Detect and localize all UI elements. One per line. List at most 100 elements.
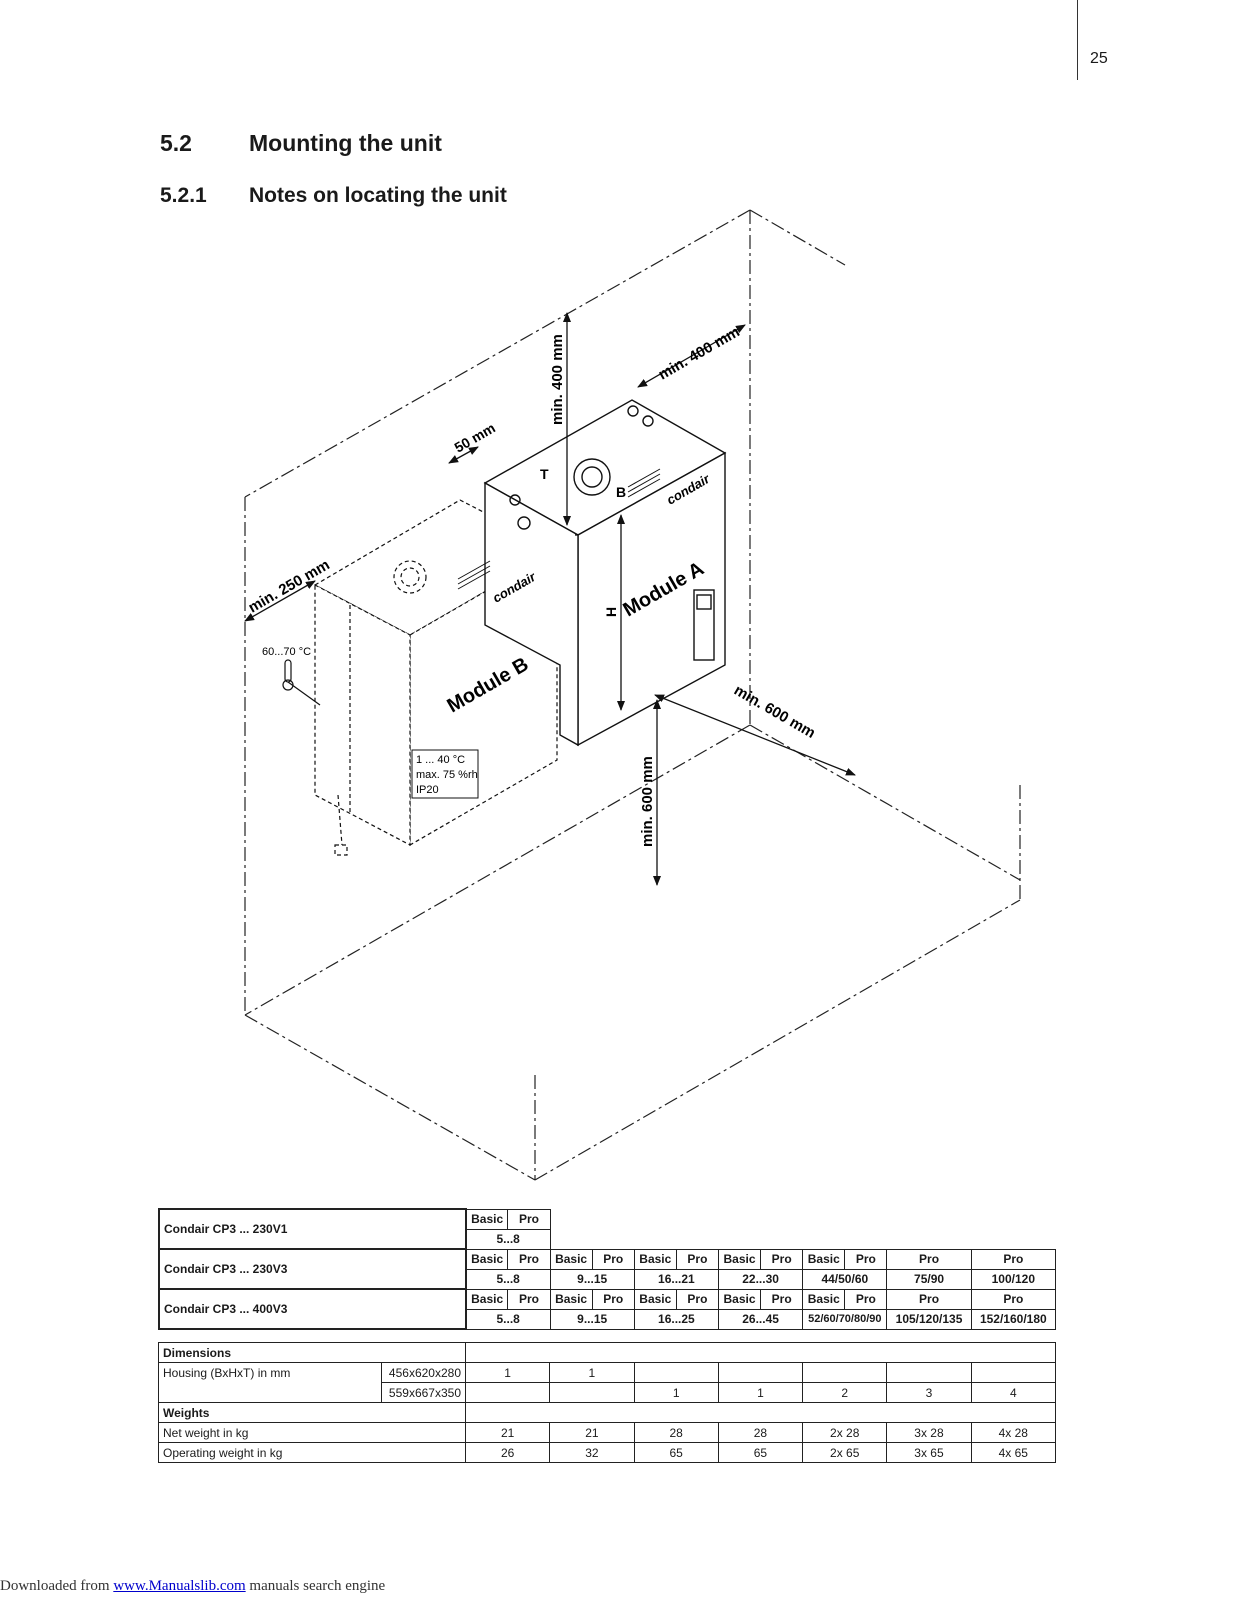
variant-pro: Pro: [591, 1248, 635, 1270]
weights-header: Weights: [158, 1402, 466, 1423]
table-row: Operating weight in kg 26 32 65 65 2x 65…: [158, 1442, 1057, 1463]
variant-pro: Pro: [507, 1288, 551, 1310]
capacity-cell: 16...21: [633, 1268, 719, 1290]
model-label: Condair CP3 ... 400V3: [158, 1288, 467, 1330]
capacity-cell: 22...30: [717, 1268, 804, 1290]
table-blank: [465, 1402, 1056, 1423]
variant-pro: Pro: [760, 1288, 804, 1310]
capacity-cell: 5...8: [465, 1228, 551, 1250]
capacity-cell: 9...15: [549, 1308, 635, 1330]
variant-basic: Basic: [465, 1288, 509, 1310]
page-number: 25: [1090, 50, 1108, 67]
table-cell: 2x 28: [802, 1422, 888, 1443]
housing-size: 456x620x280: [380, 1362, 467, 1383]
table-row: Condair CP3 ... 230V3 Basic Pro Basic Pr…: [158, 1248, 1057, 1290]
variant-pro: Pro: [844, 1248, 888, 1270]
table-cell: 4x 65: [970, 1442, 1057, 1463]
variant-basic: Basic: [633, 1248, 677, 1270]
footer: Downloaded from www.Manualslib.com manua…: [0, 1578, 385, 1595]
table-cell: 65: [717, 1442, 804, 1463]
depth-letter: T: [540, 466, 549, 482]
capacity-cell: 5...8: [465, 1308, 551, 1330]
table-cell: 1: [464, 1362, 551, 1383]
variant-pro: Pro: [675, 1288, 719, 1310]
table-row: Net weight in kg 21 21 28 28 2x 28 3x 28…: [158, 1422, 1057, 1443]
page-margin-rule: [1077, 0, 1078, 80]
height-letter: H: [603, 607, 619, 617]
table-row: 5...8 9...15 16...25 26...45 52/60/70/80…: [159, 1308, 1057, 1330]
operating-weight-label: Operating weight in kg: [158, 1442, 466, 1463]
variant-pro: Pro: [844, 1288, 888, 1310]
section-number: 5.2: [160, 130, 192, 156]
table-row: Housing (BxHxT) in mm 456x620x280 1 1: [158, 1362, 1057, 1383]
dimension-arrows: [244, 312, 856, 886]
table-blank: [550, 1229, 1055, 1249]
table-cell: 1: [633, 1382, 719, 1403]
table-row: 5...8 9...15 16...21 22...30 44/50/60 75…: [159, 1268, 1057, 1290]
capacity-cell: 5...8: [465, 1268, 551, 1290]
variant-basic: Basic: [633, 1288, 677, 1310]
module-a-unit: [483, 399, 727, 747]
pipe-temperature-label: 60...70 °C: [262, 646, 311, 658]
manualslib-link[interactable]: www.Manualslib.com: [113, 1578, 246, 1594]
variant-pro: Pro: [675, 1248, 719, 1270]
variant-pro: Pro: [760, 1248, 804, 1270]
dim-back-label: min. 400 mm: [656, 323, 743, 383]
table-cell: 2: [802, 1382, 888, 1403]
housing-size: 559x667x350: [380, 1382, 467, 1403]
table-cell: 32: [549, 1442, 635, 1463]
table-cell: [549, 1382, 635, 1403]
table-cell: 21: [464, 1422, 551, 1443]
ambient-temperature-label: 1 ... 40 °C: [416, 754, 465, 766]
subsection-title: Notes on locating the unit: [249, 184, 507, 207]
capacity-cell: 52/60/70/80/90: [802, 1308, 888, 1330]
capacity-cell: 152/160/180: [970, 1308, 1057, 1330]
variant-pro: Pro: [507, 1248, 551, 1270]
capacity-cell: 44/50/60: [802, 1268, 888, 1290]
table-cell: 28: [633, 1422, 719, 1443]
variant-basic: Basic: [717, 1288, 762, 1310]
table-cell: 28: [717, 1422, 804, 1443]
model-label: Condair CP3 ... 230V3: [158, 1248, 467, 1290]
models-table: Condair CP3 ... 230V1 Basic Pro 5...8 Co…: [158, 1208, 1057, 1330]
variant-pro: Pro: [507, 1208, 551, 1230]
capacity-cell: 100/120: [970, 1268, 1057, 1290]
subsection-number: 5.2.1: [160, 184, 207, 207]
table-blank: [550, 1209, 1055, 1229]
dim-gap-label: 50 mm: [452, 420, 498, 456]
variant-pro: Pro: [970, 1288, 1057, 1310]
mounting-clearance-diagram: min. 400 mm min. 400 mm 50 mm min. 250 m…: [244, 209, 1021, 1181]
variant-pro: Pro: [970, 1248, 1057, 1270]
vent-grilles: [457, 468, 661, 590]
dim-bottom-label: min. 600 mm: [639, 756, 656, 847]
model-label: Condair CP3 ... 230V1: [158, 1208, 467, 1250]
footer-suffix: manuals search engine: [245, 1578, 386, 1594]
variant-basic: Basic: [802, 1248, 846, 1270]
table-cell: [717, 1362, 804, 1383]
table-cell: 3: [886, 1382, 972, 1403]
variant-pro: Pro: [591, 1288, 635, 1310]
variant-basic: Basic: [549, 1248, 593, 1270]
ambient-conditions-box: [411, 749, 479, 799]
table-cell: 4x 28: [970, 1422, 1057, 1443]
thermometer-icon: [282, 659, 321, 706]
table-blank: [465, 1342, 1056, 1363]
table-cell: 1: [549, 1362, 635, 1383]
table-cell: [970, 1362, 1057, 1383]
table-row: Dimensions: [158, 1342, 1056, 1363]
variant-basic: Basic: [802, 1288, 846, 1310]
dimensions-header: Dimensions: [158, 1342, 466, 1363]
capacity-cell: 9...15: [549, 1268, 635, 1290]
table-row: 559x667x350 1 1 2 3 4: [158, 1382, 1057, 1403]
variant-basic: Basic: [465, 1208, 509, 1230]
net-weight-label: Net weight in kg: [158, 1422, 466, 1443]
table-cell: [464, 1382, 551, 1403]
housing-label: Housing (BxHxT) in mm: [158, 1362, 382, 1383]
variant-pro: Pro: [886, 1288, 972, 1310]
variant-pro: Pro: [886, 1248, 972, 1270]
table-cell: [886, 1362, 972, 1383]
table-cell: 26: [464, 1442, 551, 1463]
table-cell: 3x 65: [886, 1442, 972, 1463]
table-cell: 21: [549, 1422, 635, 1443]
dim-front-label: min. 600 mm: [731, 682, 818, 742]
